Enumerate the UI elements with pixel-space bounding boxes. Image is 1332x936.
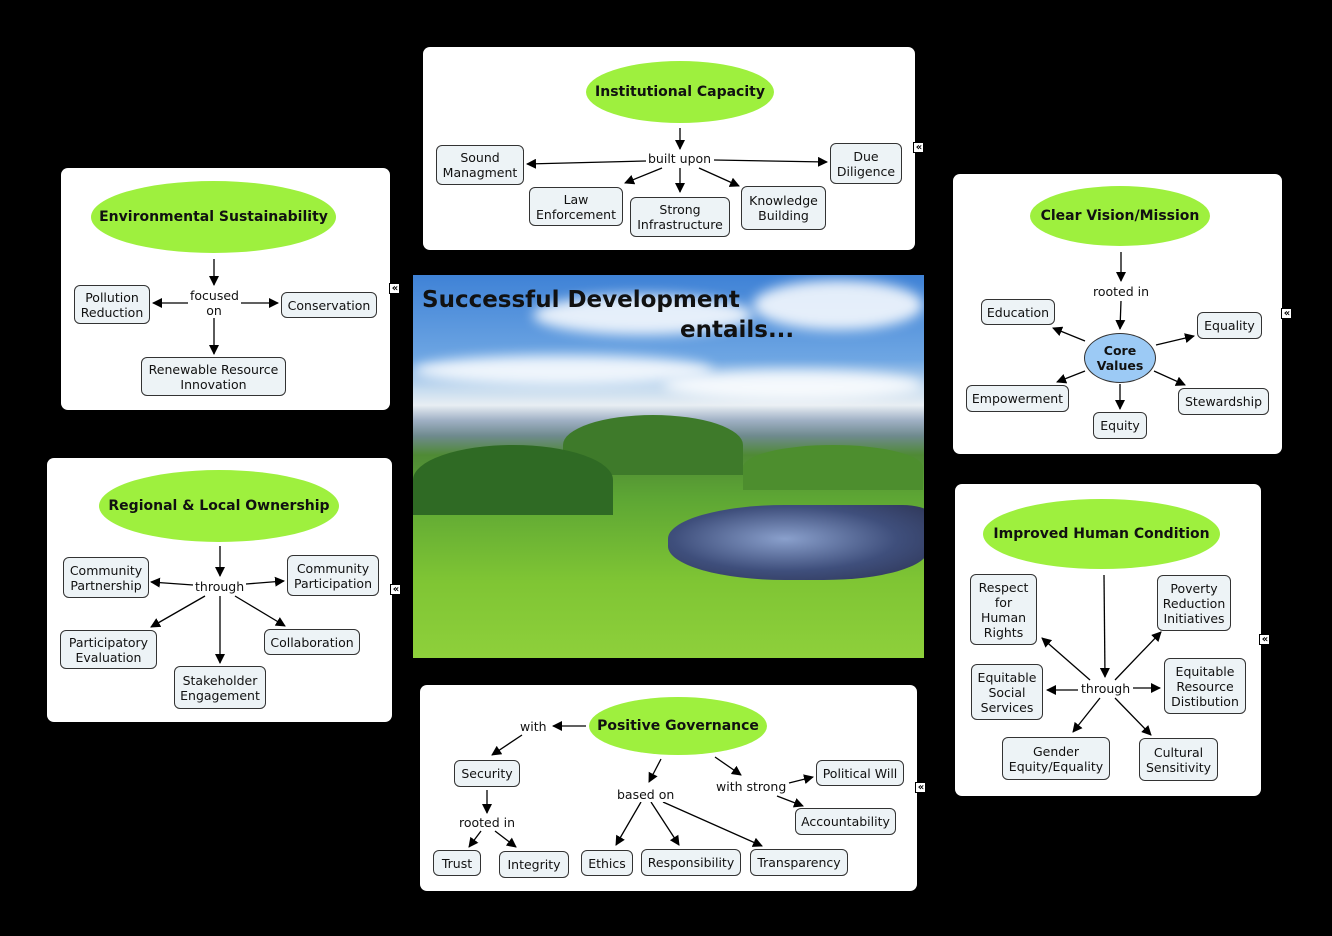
node-security[interactable]: Security (454, 760, 520, 787)
node-transparency[interactable]: Transparency (750, 849, 848, 876)
concept-institutional-capacity[interactable]: Institutional Capacity (586, 61, 774, 123)
arrow (1072, 697, 1101, 733)
arrow (648, 758, 662, 783)
arrow (714, 756, 742, 776)
arrow (1155, 333, 1195, 346)
arrow (1114, 631, 1162, 681)
node-sound-management[interactable]: Sound Managment (436, 145, 524, 185)
node-political-will[interactable]: Political Will (816, 760, 904, 786)
node-poverty-reduction-initiatives[interactable]: Poverty Reduction Initiatives (1157, 575, 1231, 631)
node-ethics[interactable]: Ethics (581, 850, 633, 876)
link-through: through (195, 579, 245, 594)
arrow (1041, 637, 1091, 681)
node-integrity[interactable]: Integrity (499, 851, 569, 878)
node-accountability[interactable]: Accountability (795, 808, 896, 835)
node-equitable-resource-distribution[interactable]: Equitable Resource Distibution (1164, 658, 1246, 714)
link-with-strong: with strong (716, 779, 787, 794)
landscape-photo: Successful Development entails... (413, 275, 924, 658)
node-collaboration[interactable]: Collaboration (264, 629, 360, 655)
node-pollution-reduction[interactable]: Pollution Reduction (74, 285, 150, 324)
collapse-icon[interactable]: « (1281, 308, 1292, 319)
arrow (1099, 574, 1110, 678)
concept-clear-vision-mission[interactable]: Clear Vision/Mission (1030, 186, 1210, 246)
arrow (662, 801, 763, 847)
arrow (624, 167, 663, 185)
link-built-upon: built upon (648, 151, 712, 166)
arrow (1115, 300, 1126, 330)
node-gender-equity-equality[interactable]: Gender Equity/Equality (1002, 737, 1110, 780)
arrow (150, 595, 206, 628)
collapse-icon[interactable]: « (913, 142, 924, 153)
arrow (468, 830, 482, 848)
collapse-icon[interactable]: « (915, 782, 926, 793)
arrow (1056, 370, 1086, 384)
node-equality[interactable]: Equality (1197, 312, 1262, 339)
node-education[interactable]: Education (981, 299, 1055, 325)
node-stakeholder-engagement[interactable]: Stakeholder Engagement (174, 666, 266, 709)
collapse-icon[interactable]: « (1259, 634, 1270, 645)
arrow (698, 167, 740, 187)
link-rooted-in: rooted in (1093, 284, 1150, 299)
node-trust[interactable]: Trust (433, 850, 481, 876)
link-rooted-in: rooted in (459, 815, 516, 830)
arrow (650, 801, 680, 846)
arrow (494, 830, 517, 848)
arrow (776, 795, 804, 808)
concept-regional-local-ownership[interactable]: Regional & Local Ownership (99, 470, 339, 542)
arrow (234, 595, 286, 627)
concept-improved-human-condition[interactable]: Improved Human Condition (983, 499, 1220, 569)
node-renewable-resource-innovation[interactable]: Renewable Resource Innovation (141, 357, 286, 396)
node-equitable-social-services[interactable]: Equitable Social Services (971, 664, 1043, 720)
link-based-on: based on (617, 787, 675, 802)
node-empowerment[interactable]: Empowerment (966, 385, 1069, 412)
node-knowledge-building[interactable]: Knowledge Building (741, 186, 826, 230)
arrow (1114, 697, 1152, 736)
node-responsibility[interactable]: Responsibility (641, 849, 741, 876)
link-with: with (520, 719, 547, 734)
arrow (150, 577, 194, 588)
node-participatory-evaluation[interactable]: Participatory Evaluation (60, 630, 157, 669)
concept-environmental-sustainability[interactable]: Environmental Sustainability (91, 181, 336, 253)
core-values-node[interactable]: Core Values (1084, 333, 1156, 383)
arrow (713, 156, 828, 167)
node-conservation[interactable]: Conservation (281, 292, 377, 318)
arrow (1153, 370, 1186, 386)
main-title-line1: Successful Development (422, 287, 740, 313)
arrow (245, 576, 285, 587)
node-community-participation[interactable]: Community Participation (287, 555, 379, 596)
link-through: through (1081, 681, 1131, 696)
node-due-diligence[interactable]: Due Diligence (830, 143, 902, 184)
arrow (788, 774, 814, 785)
collapse-icon[interactable]: « (390, 584, 401, 595)
arrow (491, 734, 523, 756)
arrow (1052, 326, 1086, 342)
node-equity[interactable]: Equity (1093, 412, 1147, 439)
main-title-line2: entails... (680, 317, 795, 343)
node-stewardship[interactable]: Stewardship (1178, 388, 1269, 415)
node-respect-human-rights[interactable]: Respect for Human Rights (970, 574, 1037, 645)
concept-positive-governance[interactable]: Positive Governance (589, 697, 767, 755)
node-strong-infrastructure[interactable]: Strong Infrastructure (630, 197, 730, 237)
link-focused-on: focused on (190, 288, 239, 318)
pond (668, 505, 924, 580)
arrow (615, 801, 642, 846)
node-law-enforcement[interactable]: Law Enforcement (529, 187, 623, 226)
node-community-partnership[interactable]: Community Partnership (63, 557, 149, 598)
arrow (526, 158, 647, 169)
collapse-icon[interactable]: « (389, 283, 400, 294)
node-cultural-sensitivity[interactable]: Cultural Sensitivity (1139, 738, 1218, 781)
